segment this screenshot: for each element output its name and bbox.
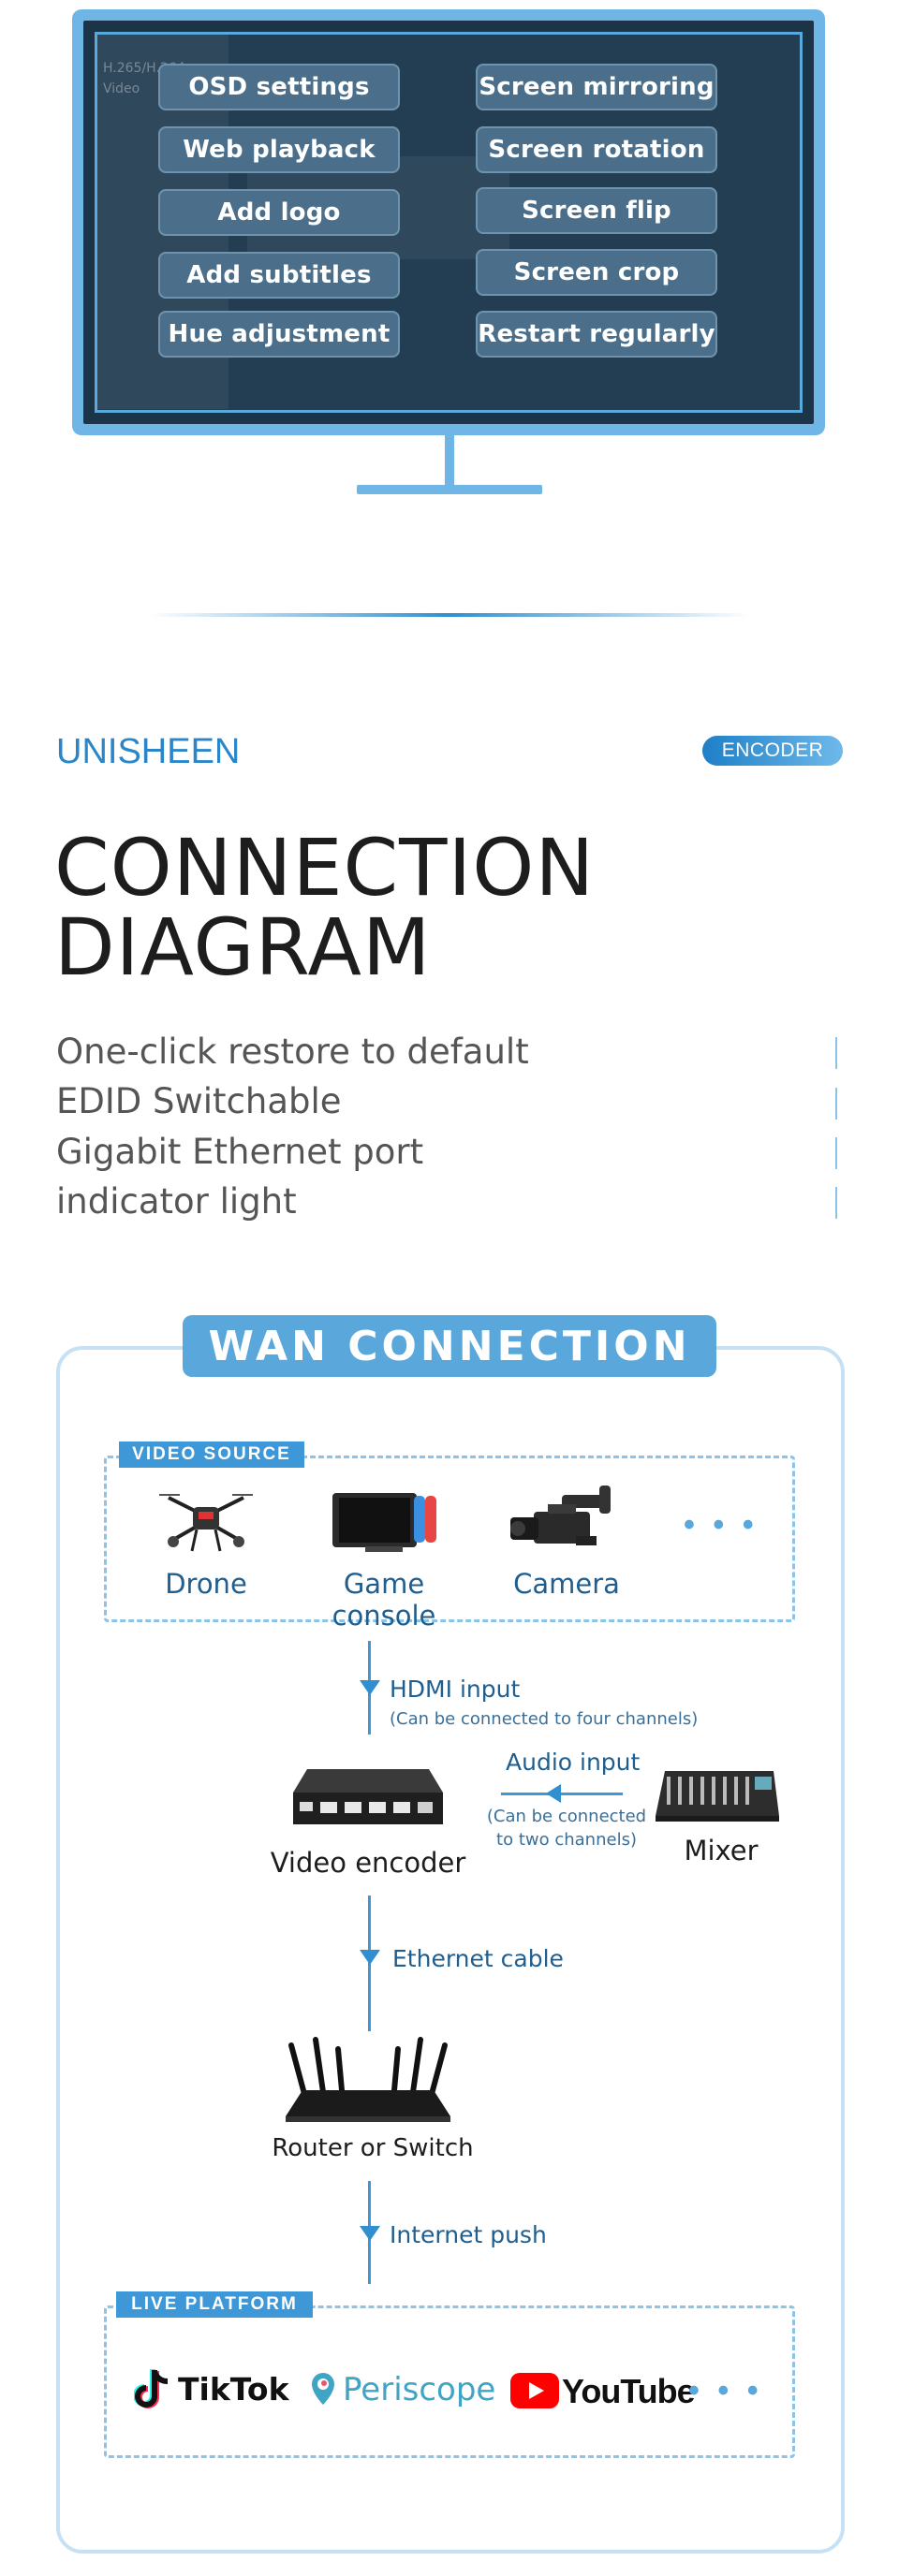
- source-label-game-console: Game console: [332, 1568, 436, 1632]
- feature-screen-rotation: Screen rotation: [476, 126, 717, 173]
- ethernet-cable-label: Ethernet cable: [392, 1945, 564, 1972]
- video-source-more: • • •: [684, 1507, 759, 1543]
- monitor-inner-frame: H.265/H.264 Video OSD settings Web playb…: [95, 32, 803, 413]
- audio-input-label: Audio input: [506, 1749, 641, 1776]
- feature-hue-adjustment: Hue adjustment: [158, 311, 400, 358]
- periscope-icon: [312, 2373, 334, 2405]
- live-platform-box: [104, 2305, 795, 2458]
- monitor-stand-base: [357, 485, 542, 494]
- video-encoder-icon: [293, 1769, 443, 1824]
- video-source-box: [104, 1456, 795, 1622]
- monitor-illustration: H.265/H.264 Video OSD settings Web playb…: [72, 9, 825, 435]
- feature-line-3: Gigabit Ethernet port: [56, 1132, 424, 1172]
- mixer-label: Mixer: [684, 1835, 759, 1866]
- feature-add-subtitles: Add subtitles: [158, 252, 400, 299]
- encoder-badge: ENCODER: [702, 736, 843, 766]
- heading-line-1: CONNECTION: [54, 822, 596, 914]
- router-icon: [286, 2037, 450, 2122]
- audio-arrow-left-icon: [546, 1784, 561, 1803]
- feature-line-1: One-click restore to default: [56, 1032, 529, 1072]
- monitor-stand-neck: [445, 435, 454, 487]
- tiktok-label: TikTok: [178, 2371, 289, 2408]
- heading-line-2: DIAGRAM: [54, 901, 432, 993]
- live-platform-more: • • •: [688, 2373, 763, 2408]
- youtube-label: YouTube: [562, 2372, 696, 2410]
- feature-line-4: indicator light: [56, 1181, 297, 1222]
- feature-tick: [835, 1187, 837, 1219]
- video-source-tag: VIDEO SOURCE: [119, 1442, 304, 1468]
- feature-osd-settings: OSD settings: [158, 64, 400, 110]
- feature-web-playback: Web playback: [158, 126, 400, 173]
- feature-line-2: EDID Switchable: [56, 1081, 342, 1121]
- feature-tick: [835, 1137, 837, 1169]
- tiktok-icon: [134, 2369, 169, 2408]
- audio-input-note-1: (Can be connected: [486, 1807, 647, 1826]
- internet-arrow-down-icon: [360, 2226, 380, 2241]
- source-label-drone: Drone: [165, 1568, 247, 1600]
- video-encoder-label: Video encoder: [270, 1847, 466, 1879]
- feature-screen-crop: Screen crop: [476, 249, 717, 296]
- source-label-camera: Camera: [513, 1568, 620, 1600]
- audio-connector-line: [501, 1793, 623, 1795]
- monitor-screen: H.265/H.264 Video OSD settings Web playb…: [83, 21, 814, 424]
- brand-logo: UNISHEEN: [56, 732, 241, 771]
- router-label: Router or Switch: [272, 2134, 474, 2162]
- ethernet-arrow-down-icon: [360, 1950, 380, 1965]
- audio-input-note-2: to two channels): [496, 1830, 637, 1850]
- internet-push-label: Internet push: [390, 2221, 547, 2248]
- section-divider: [150, 613, 749, 617]
- feature-tick: [835, 1037, 837, 1069]
- periscope-label: Periscope: [343, 2371, 496, 2408]
- drone-icon: [159, 1494, 253, 1552]
- live-platform-tag: LIVE PLATFORM: [116, 2291, 313, 2318]
- feature-screen-flip: Screen flip: [476, 187, 717, 234]
- mixer-icon: [656, 1771, 779, 1822]
- youtube-icon: [510, 2373, 559, 2408]
- hdmi-input-note: (Can be connected to four channels): [390, 1709, 699, 1729]
- hdmi-arrow-down-icon: [360, 1680, 380, 1695]
- ghost-text-video: Video: [103, 81, 140, 96]
- feature-tick: [835, 1088, 837, 1120]
- feature-restart-regularly: Restart regularly: [476, 311, 717, 358]
- wan-connection-title: WAN CONNECTION: [183, 1315, 716, 1377]
- game-console-icon: [332, 1493, 436, 1552]
- camera-icon: [510, 1486, 611, 1545]
- feature-screen-mirroring: Screen mirroring: [476, 64, 717, 110]
- hdmi-input-label: HDMI input: [390, 1676, 521, 1703]
- feature-add-logo: Add logo: [158, 189, 400, 236]
